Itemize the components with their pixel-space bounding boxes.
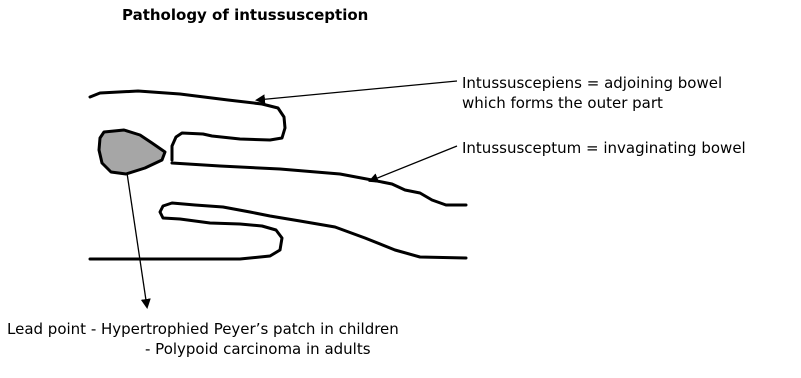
lead-point-label-line-1: Lead point - Hypertrophied Peyer’s patch… [7, 319, 399, 339]
lead-point-label-line-2: - Polypoid carcinoma in adults [7, 339, 399, 359]
lower-bowel-loop [90, 203, 466, 259]
inner-bowel-upper-wall [172, 163, 466, 205]
lead-point-mass [99, 130, 165, 174]
intussusceptum-label-line-1: Intussusceptum = invaginating bowel [462, 138, 746, 158]
intussuscepiens-label-line-1: Intussuscepiens = adjoining bowel [462, 73, 722, 93]
intussuscepiens-label-line-2: which forms the outer part [462, 93, 722, 113]
intussuscepiens-label: Intussuscepiens = adjoining bowel which … [462, 73, 722, 113]
intussusceptum-label: Intussusceptum = invaginating bowel [462, 138, 746, 158]
intussuscepiens-arrow [257, 81, 457, 100]
lead-point-arrow [127, 173, 147, 307]
lead-point-label: Lead point - Hypertrophied Peyer’s patch… [7, 319, 399, 359]
intussusceptum-arrow [370, 146, 457, 181]
